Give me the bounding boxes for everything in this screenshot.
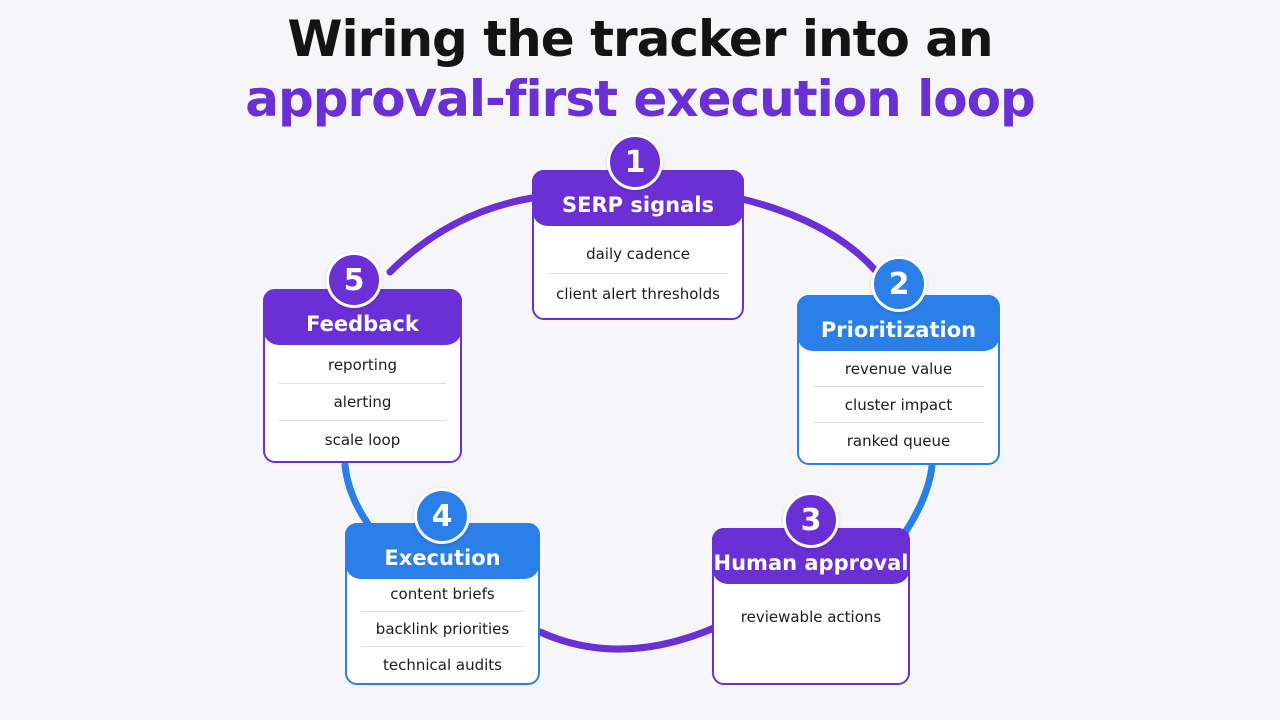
step-card-4: Execution content briefs backlink priori… xyxy=(345,523,540,685)
step-3-badge: 3 xyxy=(783,492,839,548)
step-4-item: content briefs xyxy=(361,577,524,612)
step-4-badge: 4 xyxy=(414,488,470,544)
loop-segment-1-2 xyxy=(734,194,879,274)
step-2-item: cluster impact xyxy=(813,387,984,423)
step-2-item: revenue value xyxy=(813,351,984,387)
loop-segment-4-5 xyxy=(341,461,372,528)
step-card-2: Prioritization revenue value cluster imp… xyxy=(797,295,1000,465)
step-5-badge: 5 xyxy=(326,252,382,308)
step-1-item: client alert thresholds xyxy=(556,285,720,303)
loop-segment-2-3 xyxy=(896,462,936,544)
step-card-1: SERP signals daily cadence client alert … xyxy=(532,170,744,320)
loop-segment-5-1 xyxy=(386,194,536,276)
step-card-5: Feedback reporting alerting scale loop xyxy=(263,289,462,463)
step-1-title: SERP signals xyxy=(532,170,744,226)
step-3-item: reviewable actions xyxy=(740,608,882,626)
step-5-item: alerting xyxy=(279,384,446,421)
step-1-item: daily cadence xyxy=(548,234,728,274)
step-2-badge: 2 xyxy=(871,256,927,312)
step-4-item: backlink priorities xyxy=(361,612,524,647)
step-3-title: Human approval xyxy=(712,528,910,584)
step-2-item: ranked queue xyxy=(846,432,951,450)
title-line-2: approval-first execution loop xyxy=(245,70,1036,128)
step-card-3: Human approval reviewable actions xyxy=(712,528,910,685)
loop-segment-3-4 xyxy=(536,624,718,653)
title-line-1: Wiring the tracker into an xyxy=(287,10,993,68)
step-1-badge: 1 xyxy=(607,134,663,190)
step-5-item: reporting xyxy=(279,347,446,384)
step-5-item: scale loop xyxy=(324,430,401,449)
step-4-item: technical audits xyxy=(383,655,502,674)
